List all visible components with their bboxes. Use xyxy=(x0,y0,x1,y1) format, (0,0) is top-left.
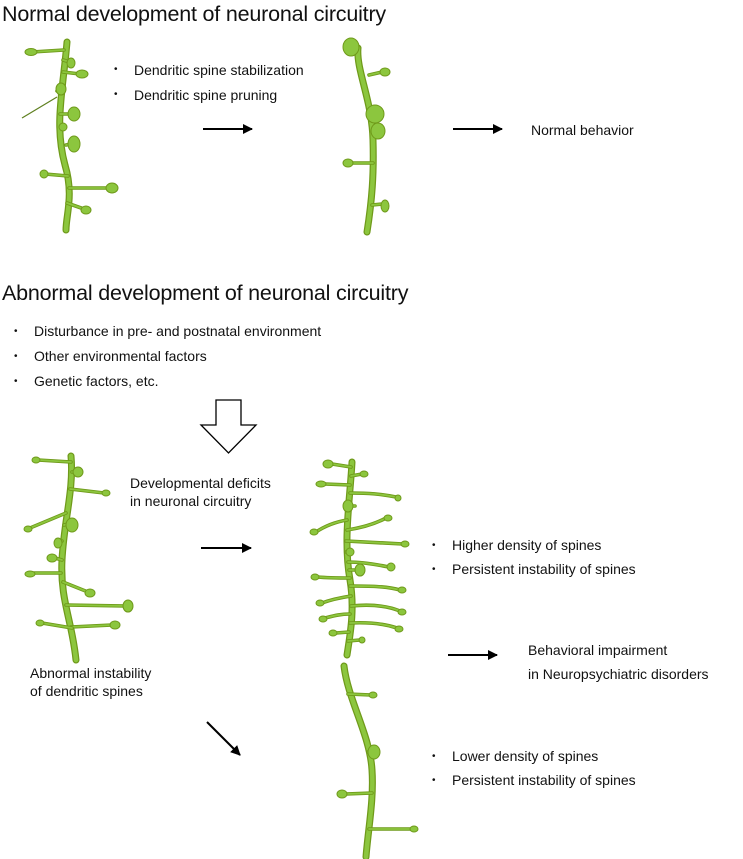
disorder-outcome-line: in Neuropsychiatric disorders xyxy=(528,666,709,682)
deficit-label-line: in neuronal circuitry xyxy=(130,493,252,509)
disorder-outcome-line: Behavioral impairment xyxy=(528,642,668,658)
instability-label-line: Abnormal instability xyxy=(30,665,152,681)
normal-outcome: Normal behavior xyxy=(531,122,634,138)
block-arrow-down-icon xyxy=(199,399,258,454)
higher-density-item: Higher density of spines xyxy=(432,534,636,558)
normal-process-item: Dendritic spine stabilization xyxy=(114,58,304,83)
higher-density-item: Persistent instability of spines xyxy=(432,558,636,582)
instability-label: Abnormal instability of dendritic spines xyxy=(30,664,151,700)
normal-title: Normal development of neuronal circuitry xyxy=(2,2,386,26)
deficit-label: Developmental deficits in neuronal circu… xyxy=(130,474,271,510)
lower-density-item: Persistent instability of spines xyxy=(432,769,636,793)
instability-label-line: of dendritic spines xyxy=(30,683,143,699)
arrow-diagonal-icon xyxy=(206,721,241,756)
cause-item: Genetic factors, etc. xyxy=(14,369,321,394)
normal-process-item: Dendritic spine pruning xyxy=(114,83,304,108)
cause-item: Disturbance in pre- and postnatal enviro… xyxy=(14,319,321,344)
abnormal-title: Abnormal development of neuronal circuit… xyxy=(2,281,409,305)
cause-list: Disturbance in pre- and postnatal enviro… xyxy=(14,319,321,394)
lower-density-list: Lower density of spines Persistent insta… xyxy=(432,745,636,792)
disorder-outcome: Behavioral impairment in Neuropsychiatri… xyxy=(528,638,709,686)
cause-item: Other environmental factors xyxy=(14,344,321,369)
normal-process-list: Dendritic spine stabilization Dendritic … xyxy=(114,58,304,107)
deficit-label-line: Developmental deficits xyxy=(130,475,271,491)
higher-density-list: Higher density of spines Persistent inst… xyxy=(432,534,636,581)
lower-density-item: Lower density of spines xyxy=(432,745,636,769)
